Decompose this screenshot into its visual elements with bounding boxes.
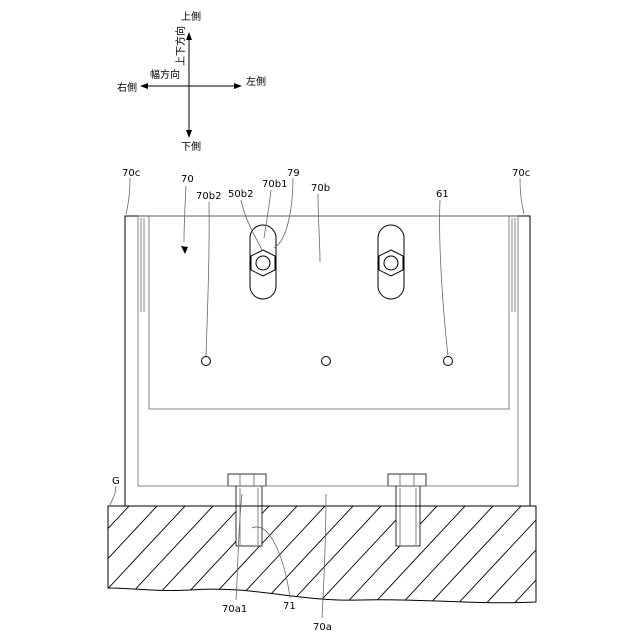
label-70: 70	[181, 174, 194, 185]
leader-70-arrow-icon	[181, 246, 188, 254]
leader-70b2	[206, 202, 209, 356]
label-vertical-direction: 上下方向	[174, 26, 187, 66]
hex-nut-right-icon	[379, 250, 403, 276]
anchor-bolt-head-left	[228, 474, 266, 486]
hole-left	[202, 357, 211, 366]
inner-frame	[138, 216, 518, 486]
label-70c-right: 70c	[512, 168, 530, 179]
leader-G	[110, 486, 116, 505]
leader-70	[184, 186, 186, 242]
slot-with-nut-right	[378, 225, 404, 299]
label-70b: 70b	[311, 183, 330, 194]
arrow-down-icon	[186, 130, 192, 138]
washer-right	[384, 256, 398, 270]
label-70b2: 70b2	[196, 191, 221, 202]
label-left: 左側	[246, 75, 266, 88]
label-right: 右側	[117, 81, 137, 94]
label-70a: 70a	[313, 622, 332, 633]
leader-50b2	[241, 200, 262, 250]
direction-compass: 上側 下側 右側 左側 幅方向 上下方向	[117, 10, 266, 153]
label-70b1: 70b1	[262, 179, 287, 190]
anchor-bolt-left	[228, 474, 266, 546]
slot-hole-right	[378, 225, 404, 299]
label-G: G	[112, 476, 120, 487]
label-71: 71	[283, 601, 296, 612]
anchor-bolt-head-right	[388, 474, 426, 486]
label-79: 79	[287, 168, 300, 179]
washer-left	[256, 256, 270, 270]
hex-nut-left-icon	[251, 250, 275, 276]
hole-right	[444, 357, 453, 366]
label-70a1: 70a1	[222, 604, 247, 615]
leader-lines	[110, 178, 524, 618]
hole-center	[322, 357, 331, 366]
label-down: 下側	[181, 140, 201, 153]
arrow-left-icon	[140, 83, 148, 89]
label-70c-left: 70c	[122, 168, 140, 179]
slot-with-nut-left	[250, 225, 276, 299]
plate-70b	[149, 216, 509, 409]
main-body	[125, 216, 530, 506]
label-up: 上側	[181, 10, 201, 23]
leader-70b1	[264, 190, 271, 238]
anchor-bolt-right	[388, 474, 426, 546]
slot-hole-left	[250, 225, 276, 299]
arrow-right-icon	[234, 83, 242, 89]
leader-70c-left	[126, 178, 130, 214]
label-width-direction: 幅方向	[150, 68, 180, 81]
label-61: 61	[436, 189, 449, 200]
label-50b2: 50b2	[228, 189, 253, 200]
leader-70c-right	[520, 178, 524, 214]
outer-frame	[125, 216, 530, 506]
leader-70b	[318, 194, 320, 262]
leader-61	[440, 200, 448, 356]
